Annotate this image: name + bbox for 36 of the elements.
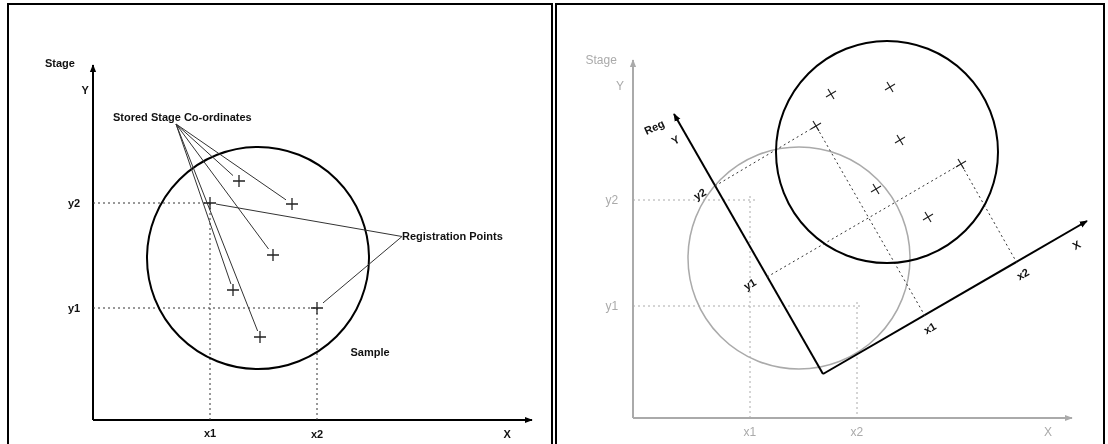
cross-mark: [233, 175, 245, 187]
axis-label: x2: [311, 427, 324, 441]
axis-label: y1: [68, 301, 81, 315]
axis-label: y2: [605, 193, 619, 207]
axis-label: X: [503, 427, 511, 441]
axis-label: Stage: [45, 56, 75, 70]
cross-mark: [254, 331, 266, 343]
cross-mark: [204, 197, 216, 209]
cross-mark: [311, 302, 323, 314]
leader-line: [175, 123, 270, 250]
axis-label: X: [1069, 237, 1083, 253]
axis-label: y1: [605, 299, 619, 313]
axis-label: y2: [68, 196, 81, 210]
cross-mark: [227, 284, 239, 296]
axis-label: Reg: [641, 116, 667, 138]
axis-label: Sample: [350, 345, 390, 359]
axis-label: Y: [616, 79, 624, 93]
axis-label: Y: [668, 132, 682, 148]
axis-label: y2: [691, 185, 709, 203]
callout-text: Registration Points: [402, 230, 503, 243]
axis-label: x1: [743, 425, 757, 439]
leader-line: [175, 123, 287, 201]
axis-label: x2: [1014, 265, 1032, 283]
leader-line: [322, 236, 403, 304]
leader-line: [175, 123, 259, 332]
axis-label: x2: [850, 425, 864, 439]
axis-label: y1: [741, 275, 759, 293]
leader-line: [215, 203, 403, 237]
cross-mark: [267, 249, 279, 261]
axis-label: x1: [921, 319, 939, 337]
axis-label: Stage: [585, 53, 617, 67]
axis-label: x1: [204, 426, 217, 440]
axis-label: Y: [81, 83, 89, 97]
cross-mark: [286, 198, 298, 210]
axis-label: X: [1044, 425, 1052, 439]
callout-text: Stored Stage Co-ordinates: [113, 111, 252, 124]
